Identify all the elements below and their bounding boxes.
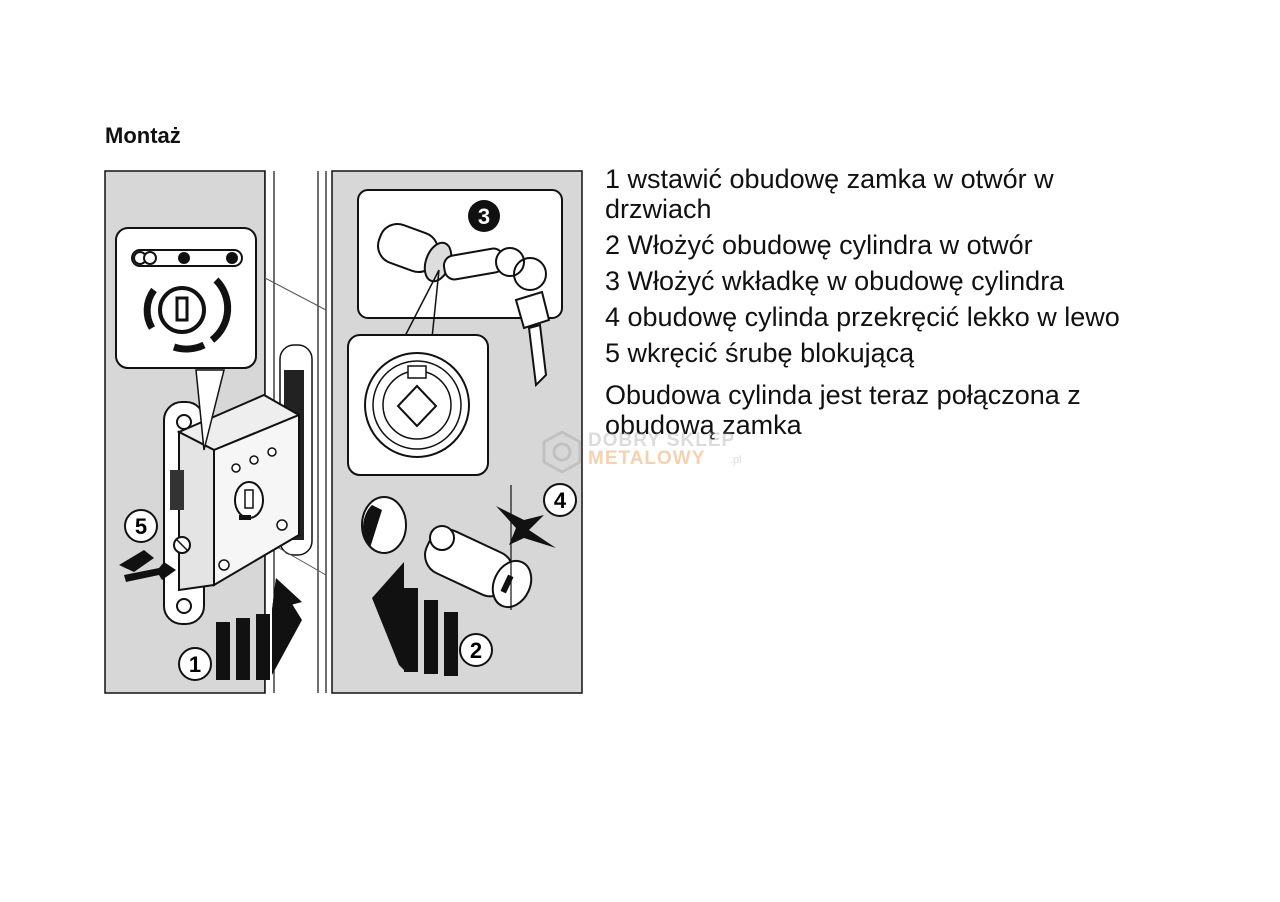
arrow-step-4 [496, 506, 556, 548]
watermark-line-2: METALOWY [588, 448, 706, 469]
key-cylinder [442, 247, 547, 291]
instruction-step-4: 4 obudowę cylinda przekręcić lekko w lew… [605, 302, 1120, 332]
badge-5-label: 5 [135, 514, 147, 539]
instruction-step-2: 2 Włożyć obudowę cylindra w otwór [605, 230, 1033, 260]
key [514, 290, 551, 388]
instruction-step-3: 3 Włożyć wkładkę w obudowę cylindra [605, 266, 1065, 296]
badge-3: 3 [468, 200, 500, 232]
badge-1-label: 1 [189, 652, 201, 677]
badge-5: 5 [124, 509, 158, 543]
page-title: Montaż [105, 123, 181, 148]
arrow-step-5 [119, 550, 176, 582]
instruction-step-1: 1 wstawić obudowę zamka w otwór w drzwia… [605, 164, 1054, 224]
cylinder-housing-bottom [424, 525, 533, 609]
lock-case [163, 393, 302, 625]
right-panel: 3 4 [331, 170, 583, 694]
watermark-suffix: .pl [730, 454, 742, 466]
instruction-step-5: 5 wkręcić śrubę blokującą [605, 338, 915, 368]
instructions-list: 1 wstawić obudowę zamka w otwór w drzwia… [605, 164, 1125, 440]
badge-4-label: 4 [554, 488, 567, 513]
assembly-illustration: 1 5 3 [104, 170, 583, 694]
badge-4: 4 [543, 483, 577, 517]
badge-2: 2 [459, 633, 493, 667]
badge-2-label: 2 [470, 638, 482, 663]
badge-3-label: 3 [478, 204, 490, 229]
badge-1: 1 [178, 647, 212, 681]
arrow-step-2 [372, 562, 458, 676]
arrow-step-1 [216, 578, 302, 680]
lock-detail-callout [115, 227, 257, 451]
instruction-note: Obudowa cylinda jest teraz połączona z o… [605, 380, 1081, 440]
